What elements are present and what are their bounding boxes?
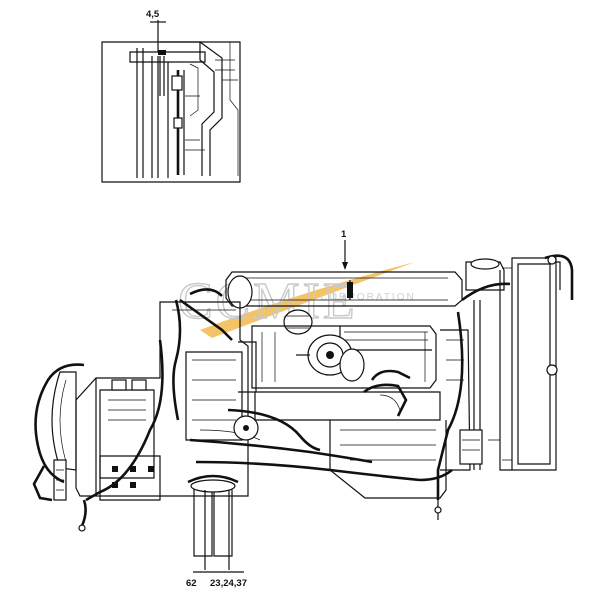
callout-23-24-37: 23,24,37 bbox=[210, 578, 247, 589]
engine-main-view: 1 62 23,24,37 bbox=[32, 229, 574, 589]
watermark-sub: CORPORATION bbox=[320, 292, 416, 303]
callout-62: 62 bbox=[186, 578, 197, 589]
filter-pair bbox=[187, 474, 239, 557]
detail-view: 4,5 bbox=[101, 9, 241, 183]
callout-1: 1 bbox=[341, 229, 347, 240]
callout-4-5: 4,5 bbox=[146, 9, 160, 20]
